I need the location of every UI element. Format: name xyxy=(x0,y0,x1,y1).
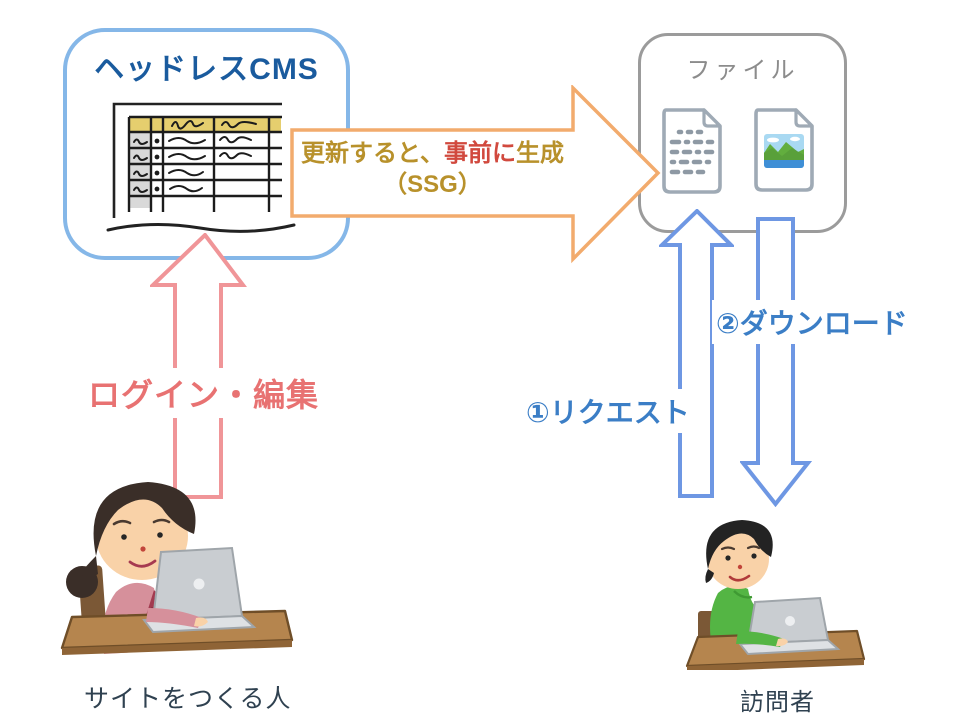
ssg-arrow-label: 更新すると、事前に生成 （SSG） xyxy=(292,138,573,200)
request-arrow-label: ①リクエスト xyxy=(522,389,694,433)
file-icons-group xyxy=(658,106,826,201)
woman-at-laptop-illustration xyxy=(56,470,296,665)
image-file-icon xyxy=(748,106,818,199)
download-arrow-label: ②ダウンロード xyxy=(712,300,912,344)
login-arrow xyxy=(148,232,248,506)
visitor-caption: 訪問者 xyxy=(740,689,815,716)
text-file-icon xyxy=(658,106,726,201)
creator-caption: サイトをつくる人 xyxy=(84,685,292,713)
ssg-label-red: 事前に xyxy=(444,140,517,167)
download-arrow xyxy=(738,217,813,512)
login-arrow-label: ログイン・編集 xyxy=(84,368,324,418)
ssg-label-gold-2: 生成 xyxy=(516,140,565,167)
request-arrow xyxy=(657,208,736,504)
ssg-label-gold-1: 更新すると、 xyxy=(300,140,445,167)
cms-box-title: ヘッドレスCMS xyxy=(94,53,319,86)
file-box-title: ファイル xyxy=(686,57,799,84)
ssg-label-line2: （SSG） xyxy=(383,171,482,199)
man-at-laptop-illustration xyxy=(672,515,892,675)
ssg-arrow xyxy=(290,83,662,270)
spreadsheet-table-icon xyxy=(96,94,306,247)
